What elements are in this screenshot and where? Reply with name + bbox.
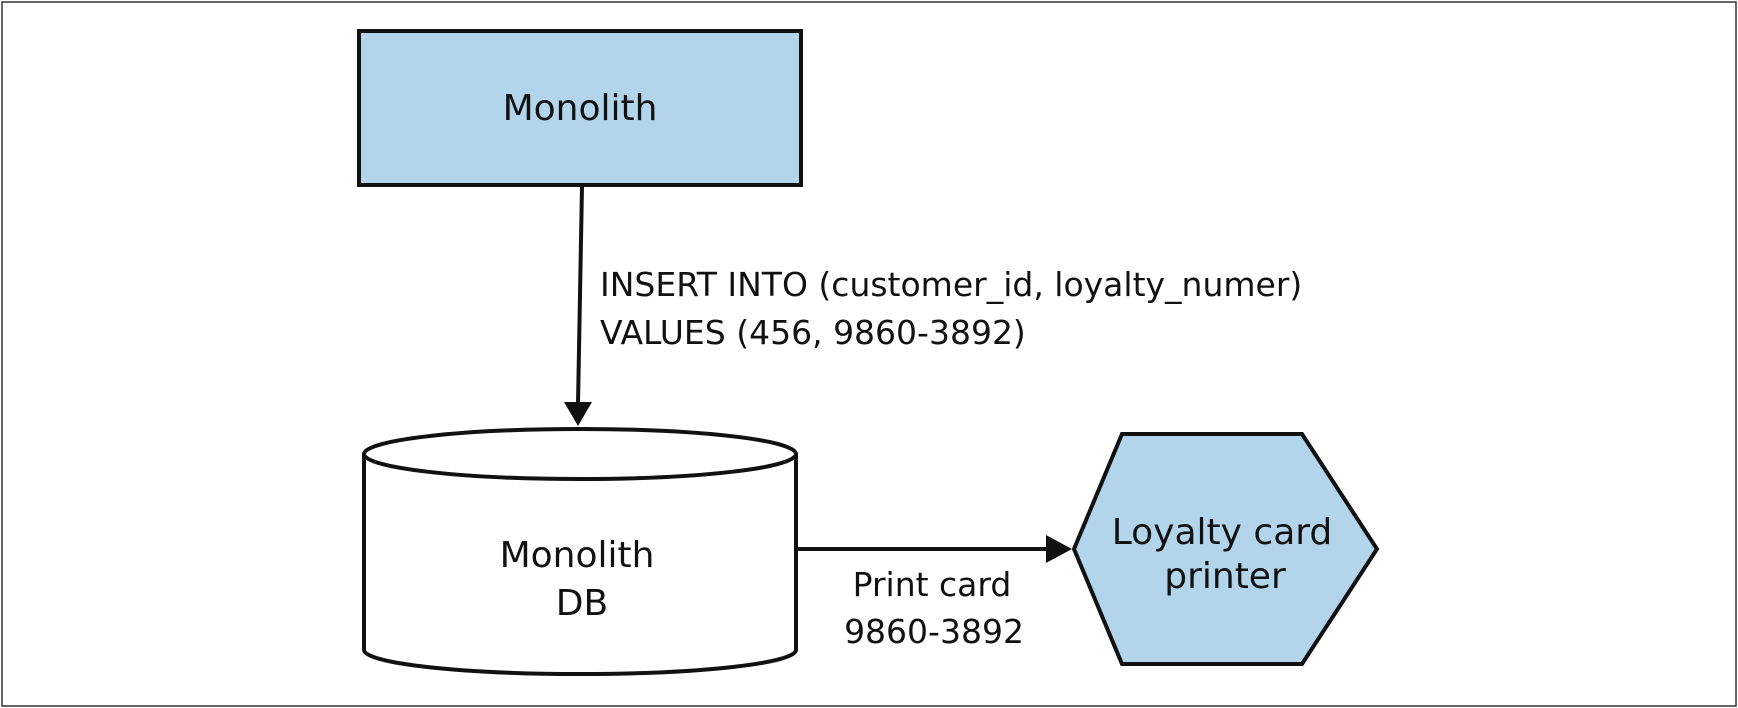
monolith-db-label-line1: Monolith <box>500 535 655 576</box>
print-arrow-head <box>1046 535 1072 563</box>
monolith-db-cylinder-top <box>362 427 798 481</box>
monolith-label: Monolith <box>503 88 658 129</box>
insert-edge: INSERT INTO (customer_id, loyalty_numer)… <box>564 185 1302 426</box>
insert-arrow-head <box>564 402 592 426</box>
monolith-node: Monolith <box>357 29 803 187</box>
print-edge-label-line2: 9860-3892 <box>844 612 1024 651</box>
insert-edge-line <box>576 185 584 405</box>
loyalty-printer-node: Loyalty card printer <box>1071 432 1380 666</box>
monolith-box <box>357 29 803 187</box>
insert-edge-label-line1: INSERT INTO (customer_id, loyalty_numer) <box>600 265 1302 304</box>
monolith-db-cylinder-body <box>362 454 798 676</box>
monolith-db-label-line2: DB <box>556 583 608 624</box>
loyalty-printer-hexagon <box>1071 432 1380 666</box>
loyalty-printer-label-line2: printer <box>1164 556 1286 597</box>
print-edge: Print card 9860-3892 <box>796 535 1072 651</box>
insert-edge-label-line2: VALUES (456, 9860-3892) <box>600 313 1026 352</box>
monolith-db-node: Monolith DB <box>362 427 798 676</box>
loyalty-printer-label-line1: Loyalty card <box>1112 512 1333 553</box>
print-edge-label-line1: Print card <box>853 565 1012 604</box>
